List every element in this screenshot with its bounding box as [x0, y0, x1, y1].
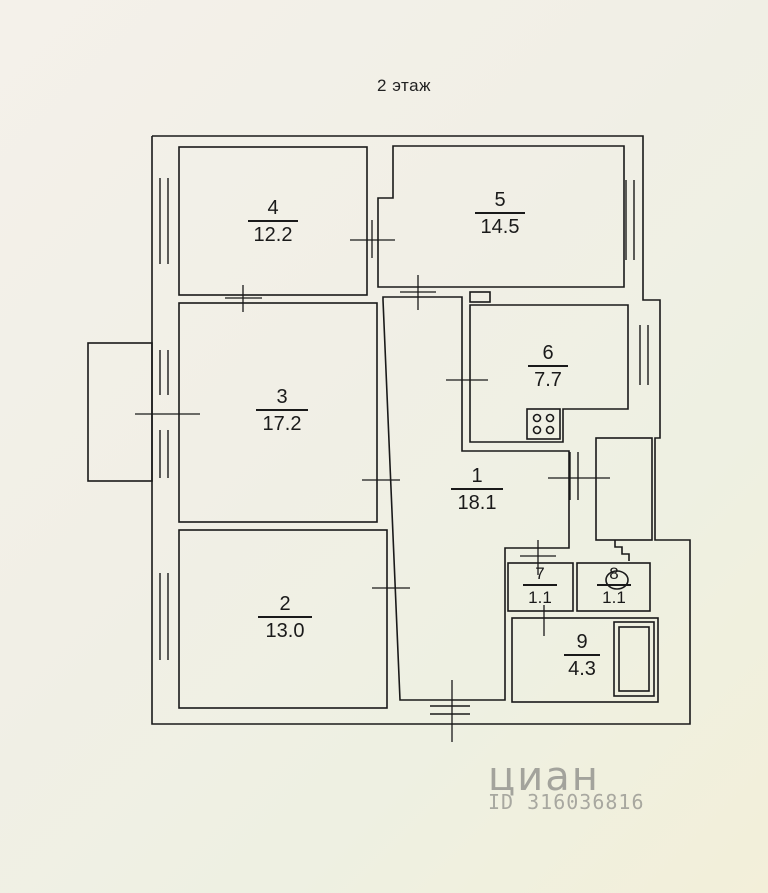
- room-5-outline: [377, 145, 625, 288]
- room-5-label: 5 14.5: [470, 190, 530, 237]
- room-3-area: 17.2: [262, 413, 302, 435]
- room-6-number: 6: [542, 342, 554, 364]
- room-5-number: 5: [494, 189, 506, 211]
- room-3-number: 3: [276, 386, 288, 408]
- room-9-number: 9: [576, 631, 588, 653]
- room-9-outline: [511, 617, 659, 703]
- room-9-area: 4.3: [568, 658, 596, 680]
- room-1-divider: [451, 488, 503, 490]
- room-8-outline: [576, 562, 651, 612]
- room-3-divider: [256, 409, 308, 411]
- room-1-area: 18.1: [457, 492, 497, 514]
- room-8-number: 8: [609, 564, 619, 583]
- room-9-divider: [564, 654, 600, 656]
- room-8-divider: [597, 584, 631, 586]
- room-2-area: 13.0: [265, 620, 305, 642]
- room-2-label: 2 13.0: [252, 594, 318, 641]
- room-4-area: 12.2: [253, 224, 293, 246]
- room-7-divider: [523, 584, 557, 586]
- room-6-area: 7.7: [534, 369, 562, 391]
- bathtub-icon: [613, 621, 655, 697]
- windows: [159, 178, 649, 715]
- room-7-area: 1.1: [528, 588, 552, 607]
- room-1-number: 1: [471, 465, 483, 487]
- room-6-divider: [528, 365, 568, 367]
- room-1-outline: [382, 296, 570, 701]
- room-6-outline: [469, 304, 629, 443]
- door-markers: [135, 220, 610, 742]
- room-2-outline: [178, 529, 388, 709]
- stove-icon: [526, 408, 561, 440]
- room-6-label: 6 7.7: [520, 343, 576, 390]
- room-9-label: 9 4.3: [560, 632, 604, 679]
- room-4-divider: [248, 220, 298, 222]
- toilet-icon: [605, 570, 629, 590]
- watermark-id: ID 316036816: [488, 790, 645, 814]
- floor-title: 2 этаж: [377, 76, 431, 95]
- room-3-outline: [178, 302, 378, 523]
- room-7-label: 7 1.1: [520, 565, 560, 606]
- outer-wall: [151, 135, 691, 725]
- watermark-brand: циан: [488, 754, 600, 800]
- room-7-number: 7: [535, 564, 545, 583]
- room-5-divider: [475, 212, 525, 214]
- room-4-label: 4 12.2: [243, 198, 303, 245]
- room-2-number: 2: [279, 593, 291, 615]
- room-3-label: 3 17.2: [250, 387, 314, 434]
- sink-icon: [469, 291, 491, 303]
- room-4-number: 4: [267, 197, 279, 219]
- shaft-outline: [595, 437, 653, 541]
- room-8-label: 8 1.1: [594, 565, 634, 606]
- room-2-divider: [258, 616, 312, 618]
- room-4-outline: [178, 146, 368, 296]
- balcony: [87, 342, 153, 482]
- room-7-outline: [507, 562, 574, 612]
- room-1-label: 1 18.1: [445, 466, 509, 513]
- room-5-area: 14.5: [480, 216, 520, 238]
- room-8-area: 1.1: [602, 588, 626, 607]
